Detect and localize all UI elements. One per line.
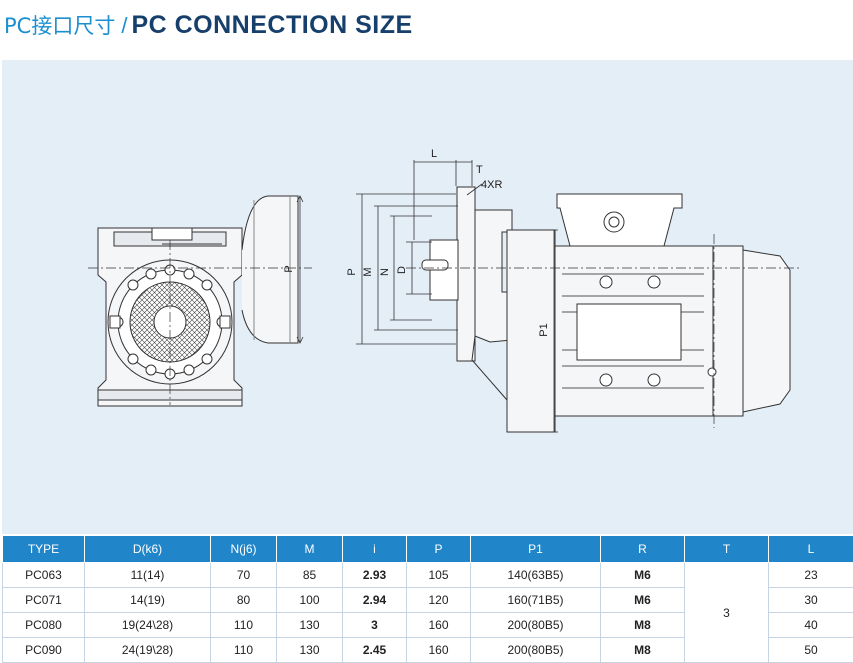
title-chinese: PC接口尺寸 bbox=[4, 14, 116, 38]
cell-r: M8 bbox=[600, 612, 685, 638]
cell-d: 11(14) bbox=[84, 562, 211, 588]
cell-i: 2.45 bbox=[342, 637, 407, 663]
cell-p1: 200(80B5) bbox=[470, 612, 601, 638]
cell-type: PC080 bbox=[2, 612, 85, 638]
header-i: i bbox=[342, 535, 407, 563]
cell-l: 40 bbox=[768, 612, 853, 638]
header-p: P bbox=[406, 535, 471, 563]
title-separator: / bbox=[121, 13, 128, 38]
cell-r: M6 bbox=[600, 562, 685, 588]
connection-size-table: TYPE D(k6) N(j6) M i P P1 R T L PC063 11… bbox=[2, 535, 853, 663]
header-type: TYPE bbox=[2, 535, 85, 563]
cell-n: 80 bbox=[210, 587, 277, 613]
cell-m: 130 bbox=[276, 612, 343, 638]
cell-type: PC071 bbox=[2, 587, 85, 613]
technical-drawing: P bbox=[88, 148, 802, 433]
header-t: T bbox=[684, 535, 769, 563]
technical-drawing-panel: P bbox=[2, 60, 853, 534]
header-r: R bbox=[600, 535, 685, 563]
cell-p1: 140(63B5) bbox=[470, 562, 601, 588]
label-p-left: P bbox=[283, 265, 295, 272]
cell-p1: 160(71B5) bbox=[470, 587, 601, 613]
cell-l: 50 bbox=[768, 637, 853, 663]
cell-m: 100 bbox=[276, 587, 343, 613]
cell-r: M6 bbox=[600, 587, 685, 613]
cell-d: 14(19) bbox=[84, 587, 211, 613]
label-p1: P1 bbox=[538, 323, 550, 336]
motor-side-view bbox=[421, 186, 791, 433]
cell-n: 110 bbox=[210, 637, 277, 663]
gearbox-front-view bbox=[97, 195, 299, 407]
label-m: M bbox=[362, 267, 374, 276]
cell-d: 19(24\28) bbox=[84, 612, 211, 638]
cell-r: M8 bbox=[600, 637, 685, 663]
header-d: D(k6) bbox=[84, 535, 211, 563]
cell-p: 120 bbox=[406, 587, 471, 613]
cell-d: 24(19\28) bbox=[84, 637, 211, 663]
cell-m: 130 bbox=[276, 637, 343, 663]
cell-i: 3 bbox=[342, 612, 407, 638]
dimension-p-left bbox=[296, 195, 304, 344]
label-t: T bbox=[476, 164, 483, 176]
cell-t: 3 bbox=[684, 562, 769, 663]
cell-p1: 200(80B5) bbox=[470, 637, 601, 663]
table-row: PC071 14(19) 80 100 2.94 120 160(71B5) M… bbox=[2, 587, 853, 613]
cell-m: 85 bbox=[276, 562, 343, 588]
cell-p: 160 bbox=[406, 637, 471, 663]
cell-type: PC090 bbox=[2, 637, 85, 663]
table-row: PC090 24(19\28) 110 130 2.45 160 200(80B… bbox=[2, 637, 853, 663]
cell-i: 2.93 bbox=[342, 562, 407, 588]
title-english: PC CONNECTION SIZE bbox=[131, 11, 413, 39]
label-d: D bbox=[396, 266, 408, 274]
table-header-row: TYPE D(k6) N(j6) M i P P1 R T L bbox=[2, 535, 853, 563]
header-p1: P1 bbox=[470, 535, 601, 563]
cell-l: 30 bbox=[768, 587, 853, 613]
cell-type: PC063 bbox=[2, 562, 85, 588]
header-m: M bbox=[276, 535, 343, 563]
header-l: L bbox=[768, 535, 853, 563]
cell-n: 110 bbox=[210, 612, 277, 638]
cell-p: 160 bbox=[406, 612, 471, 638]
header-n: N(j6) bbox=[210, 535, 277, 563]
centerlines-right bbox=[406, 234, 802, 428]
cell-i: 2.94 bbox=[342, 587, 407, 613]
cell-n: 70 bbox=[210, 562, 277, 588]
cell-p: 105 bbox=[406, 562, 471, 588]
cell-l: 23 bbox=[768, 562, 853, 588]
label-l: L bbox=[431, 148, 437, 160]
table-row: PC080 19(24\28) 110 130 3 160 200(80B5) … bbox=[2, 612, 853, 638]
table-row: PC063 11(14) 70 85 2.93 105 140(63B5) M6… bbox=[2, 562, 853, 663]
label-r: 4XR bbox=[481, 179, 502, 191]
centerlines-left bbox=[88, 240, 312, 405]
dimensions-pmnd bbox=[356, 160, 558, 433]
label-n: N bbox=[379, 268, 391, 276]
label-p-right: P bbox=[346, 268, 358, 275]
page-title: PC接口尺寸 / PC CONNECTION SIZE bbox=[4, 10, 413, 46]
